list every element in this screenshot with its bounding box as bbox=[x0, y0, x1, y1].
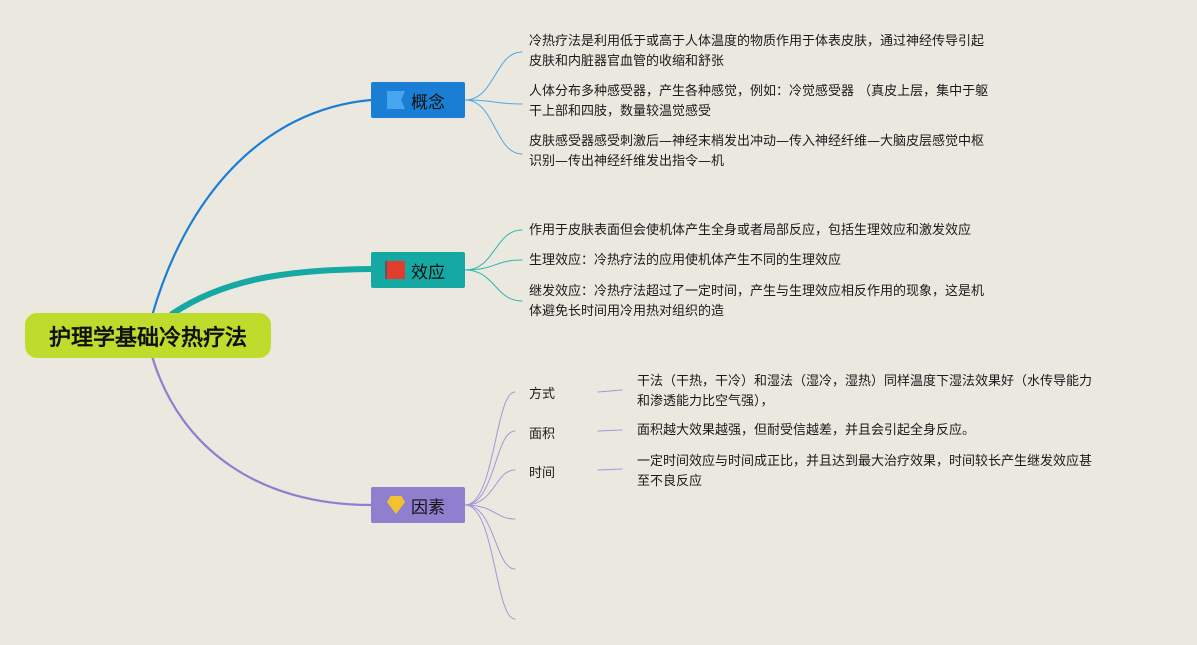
factors-sub-line bbox=[464, 430, 516, 506]
sub-leaf-line bbox=[597, 389, 623, 393]
leaf-node[interactable]: 一定时间效应与时间成正比，并且达到最大治疗效果，时间较长产生继发效应甚 至不良反… bbox=[637, 452, 1092, 492]
leaf-line: 识别—传出神经纤维发出指令—机 bbox=[529, 154, 725, 169]
leaf-node[interactable]: 皮肤感受器感受刺激后—神经末梢发出冲动—传入神经纤维—大脑皮层感觉中枢 识别—传… bbox=[529, 132, 984, 172]
branch-node-concept[interactable]: 概念 bbox=[371, 82, 465, 118]
root-node[interactable]: 护理学基础冷热疗法 bbox=[25, 313, 271, 358]
factors-sub-line bbox=[464, 391, 516, 506]
blue-flag-icon bbox=[387, 91, 405, 109]
sub-node-area[interactable]: 面积 bbox=[529, 427, 556, 442]
concept-leaf-line bbox=[464, 99, 523, 155]
factors-sub-line bbox=[464, 504, 516, 620]
root-to-effect-line bbox=[169, 266, 374, 317]
branch-node-effect[interactable]: 效应 bbox=[371, 252, 465, 288]
factors-sub-line bbox=[464, 504, 516, 520]
leaf-line: 一定时间效应与时间成正比，并且达到最大治疗效果，时间较长产生继发效应甚 bbox=[637, 454, 1093, 469]
leaf-line: 皮肤和内脏器官血管的收缩和舒张 bbox=[529, 54, 725, 69]
leaf-node[interactable]: 干法（干热，干冷）和湿法（湿冷，湿热）同样温度下湿法效果好（水传导能力 和渗透能… bbox=[637, 372, 1092, 412]
root-to-factors-line bbox=[150, 354, 373, 507]
branch-node-factors[interactable]: 因素 bbox=[371, 487, 465, 523]
leaf-node[interactable]: 继发效应：冷热疗法超过了一定时间，产生与生理效应相反作用的现象，这是机 体避免长… bbox=[529, 282, 984, 322]
concept-leaf-line bbox=[464, 99, 523, 105]
red-flag-icon bbox=[385, 261, 405, 279]
effect-leaf-line bbox=[464, 259, 523, 271]
concept-leaf-line bbox=[464, 51, 523, 101]
branch-node-label: 概念 bbox=[411, 92, 445, 113]
sub-node-time[interactable]: 时间 bbox=[529, 466, 556, 481]
leaf-node[interactable]: 面积越大效果越强，但耐受信越差，并且会引起全身反应。 bbox=[637, 421, 975, 441]
leaf-line: 干上部和四肢，数量较温觉感受 bbox=[529, 104, 712, 119]
leaf-node[interactable]: 生理效应：冷热疗法的应用使机体产生不同的生理效应 bbox=[529, 251, 841, 271]
leaf-line: 至不良反应 bbox=[637, 474, 703, 489]
leaf-node[interactable]: 冷热疗法是利用低于或高于人体温度的物质作用于体表皮肤，通过神经传导引起 皮肤和内… bbox=[529, 32, 984, 72]
leaf-line: 体避免长时间用冷用热对组织的造 bbox=[529, 304, 725, 319]
root-node-label: 护理学基础冷热疗法 bbox=[48, 325, 247, 351]
leaf-line: 皮肤感受器感受刺激后—神经末梢发出冲动—传入神经纤维—大脑皮层感觉中枢 bbox=[529, 134, 985, 149]
leaf-line: 面积越大效果越强，但耐受信越差，并且会引起全身反应。 bbox=[637, 423, 976, 438]
sub-leaf-line bbox=[597, 429, 623, 432]
leaf-node[interactable]: 作用于皮肤表面但会使机体产生全身或者局部反应，包括生理效应和激发效应 bbox=[529, 221, 971, 241]
leaf-line: 干法（干热，干冷）和湿法（湿冷，湿热）同样温度下湿法效果好（水传导能力 bbox=[637, 374, 1093, 389]
sub-leaf-line bbox=[597, 468, 623, 471]
leaf-line: 冷热疗法是利用低于或高于人体温度的物质作用于体表皮肤，通过神经传导引起 bbox=[529, 34, 985, 49]
diamond-icon bbox=[387, 496, 405, 514]
factors-sub-line bbox=[464, 469, 516, 506]
sub-node-method[interactable]: 方式 bbox=[529, 387, 556, 402]
leaf-line: 作用于皮肤表面但会使机体产生全身或者局部反应，包括生理效应和激发效应 bbox=[529, 223, 972, 238]
effect-leaf-line bbox=[464, 229, 523, 271]
root-to-concept-line bbox=[150, 98, 373, 318]
effect-leaf-line bbox=[464, 269, 523, 302]
branch-node-label: 因素 bbox=[411, 497, 445, 518]
branch-node-label: 效应 bbox=[411, 262, 445, 283]
factors-sub-line bbox=[464, 504, 516, 570]
leaf-node[interactable]: 人体分布多种感受器，产生各种感觉，例如：冷觉感受器 （真皮上层，集中于躯 干上部… bbox=[529, 82, 988, 122]
leaf-line: 生理效应：冷热疗法的应用使机体产生不同的生理效应 bbox=[529, 253, 842, 268]
leaf-line: 人体分布多种感受器，产生各种感觉，例如：冷觉感受器 （真皮上层，集中于躯 bbox=[529, 84, 989, 99]
leaf-line: 继发效应：冷热疗法超过了一定时间，产生与生理效应相反作用的现象，这是机 bbox=[529, 284, 985, 299]
leaf-line: 和渗透能力比空气强）， bbox=[637, 394, 774, 409]
